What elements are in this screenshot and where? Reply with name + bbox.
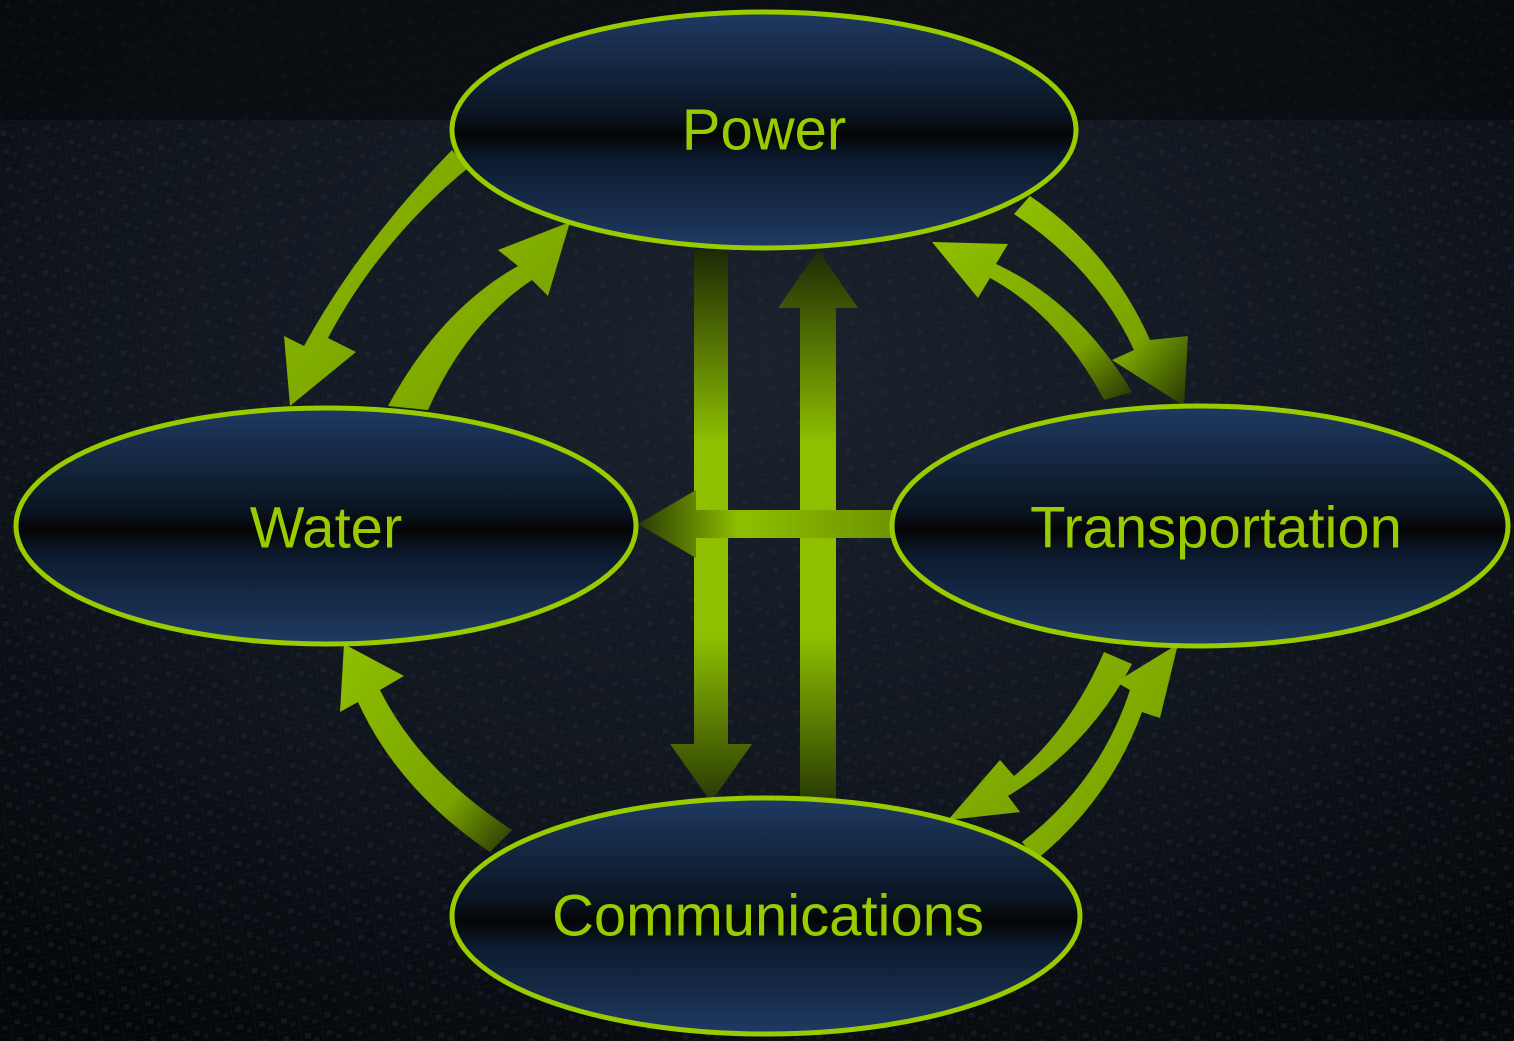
- arrow-power-to-water: [284, 150, 468, 406]
- node-label-water: Water: [250, 496, 403, 561]
- arrow-transportation-to-water: [638, 490, 892, 558]
- arrow-water-to-power: [388, 222, 570, 410]
- node-label-power: Power: [682, 98, 846, 163]
- node-power: Power: [449, 9, 1079, 251]
- node-label-communications: Communications: [552, 884, 984, 949]
- node-communications: Communications: [449, 795, 1083, 1037]
- arrow-communications-to-water: [340, 644, 512, 852]
- arrow-power-to-transportation: [1014, 196, 1188, 406]
- arrow-transportation-to-communications: [948, 652, 1132, 820]
- arrow-transportation-to-power: [932, 242, 1132, 400]
- node-transportation: Transportation: [889, 403, 1511, 649]
- arrow-communications-to-transportation: [1022, 644, 1178, 860]
- node-water: Water: [13, 405, 639, 647]
- node-label-transportation: Transportation: [1030, 496, 1402, 561]
